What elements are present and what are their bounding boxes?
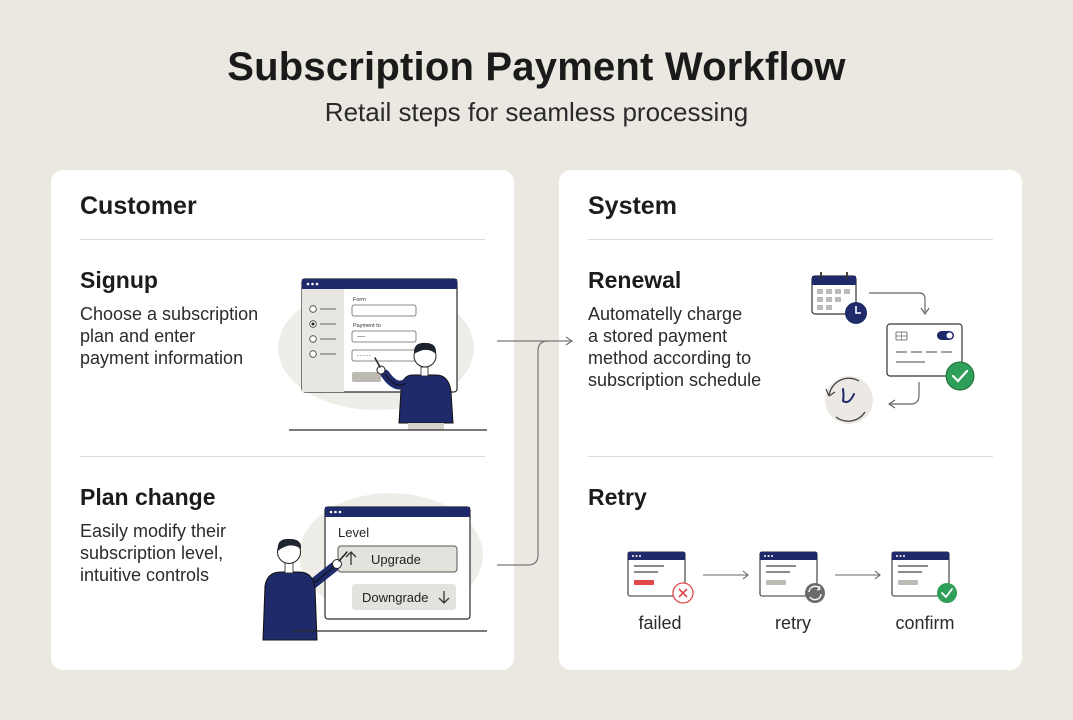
page-subtitle: Retail steps for seamless processing [324,97,749,127]
plan-change-desc-line: subscription level, [80,543,224,563]
confirm-window [891,551,950,597]
check-circle-icon [945,361,975,391]
credit-card-icon [886,323,963,377]
retry-step-label-confirm: confirm [895,613,955,633]
calendar-icon [811,272,857,315]
customer-panel: Customer Signup Choose a subscription pl… [51,170,514,670]
level-label: Level [338,525,369,540]
renewal-desc-line: method according to [588,348,752,368]
retry-step-label-retry: retry [775,613,811,633]
renewal-title: Renewal [588,267,682,293]
plan-change-illustration: Level Upgrade Downgrade [262,493,487,641]
form-label: Form [353,297,366,303]
renewal-desc-line: Automatelly charge [588,304,743,324]
refresh-icon [825,376,873,424]
retry-flow [627,551,957,604]
downgrade-label: Downgrade [362,590,429,605]
divider [588,239,993,240]
plan-change-title: Plan change [80,484,216,510]
arrow-down-icon [438,591,450,604]
retry-window [759,551,818,597]
signup-desc-line: plan and enter [80,326,196,346]
upgrade-label: Upgrade [371,552,421,567]
person-figure [374,342,454,430]
refresh-circle-icon [805,583,825,603]
renewal-desc-line: subscription schedule [588,370,762,390]
system-panel: System Renewal Automatelly charge a stor… [559,170,1022,670]
x-circle-icon [672,582,694,604]
retry-step-label-failed: failed [638,613,682,633]
plan-change-desc-line: Easily modify their [80,521,227,541]
check-circle-icon [937,583,957,603]
upgrade-button[interactable]: Upgrade [337,545,458,573]
person-figure [262,538,348,641]
signup-title: Signup [80,267,158,293]
divider [588,456,993,457]
failed-window [627,551,686,597]
system-panel-title: System [588,192,677,220]
payment-label: Payment to [353,323,381,329]
clock-icon [845,302,867,324]
signup-illustration: Form Payment to [278,278,487,431]
plan-change-description: Easily modify their subscription level, … [80,520,226,586]
signup-desc-line: Choose a subscription [80,304,259,324]
downgrade-button[interactable]: Downgrade [352,584,456,610]
page-title: Subscription Payment Workflow [227,45,846,89]
renewal-illustration [811,272,975,424]
signup-description: Choose a subscription plan and enter pay… [80,303,258,369]
arrow-up-icon [345,551,357,565]
divider [80,456,485,457]
renewal-desc-line: a stored payment [588,326,728,346]
retry-title: Retry [588,484,647,510]
renewal-description: Automatelly charge a stored payment meth… [588,303,761,391]
plan-change-desc-line: intuitive controls [80,565,210,585]
divider [80,239,485,240]
customer-panel-title: Customer [80,192,197,220]
signup-desc-line: payment information [80,348,244,368]
